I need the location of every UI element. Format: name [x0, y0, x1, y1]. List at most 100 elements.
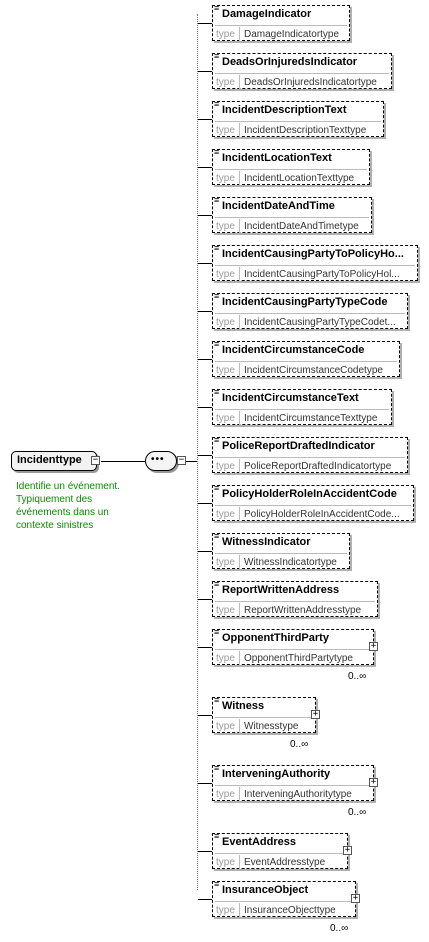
element-type-separator: [239, 855, 240, 869]
element-connector: [198, 119, 212, 120]
element-connector: [198, 899, 212, 900]
element-attribute-icon: ≡: [214, 435, 220, 445]
element-expand-toggle[interactable]: +: [351, 893, 360, 903]
element-divider: [215, 25, 347, 26]
element-name: DamageIndicator: [222, 8, 312, 20]
element-type-key: type: [216, 557, 235, 568]
element-type-value: IncidentCausingPartyToPolicyHol...: [244, 269, 400, 280]
element-attribute-icon: ≡: [214, 763, 220, 773]
element-name: WitnessIndicator: [222, 536, 311, 548]
element-expand-toggle[interactable]: +: [369, 641, 378, 651]
element-type-separator: [239, 507, 240, 521]
element-type-value: DamageIndicatortype: [244, 29, 340, 40]
element-attribute-icon: ≡: [214, 695, 220, 705]
element-type-key: type: [216, 269, 235, 280]
element-type-separator: [239, 219, 240, 233]
element-connector: [198, 715, 212, 716]
element-divider: [215, 601, 375, 602]
sequence-spine: [197, 14, 198, 890]
element-type-separator: [239, 315, 240, 329]
element-expand-toggle[interactable]: +: [311, 709, 320, 719]
sequence-collapse-toggle[interactable]: −: [177, 455, 186, 465]
element-expand-toggle[interactable]: +: [343, 845, 352, 855]
element-name: IncidentCircumstanceCode: [222, 344, 365, 356]
element-type-key: type: [216, 905, 235, 916]
element-type-separator: [239, 27, 240, 41]
element-divider: [215, 785, 371, 786]
element-connector: [198, 71, 212, 72]
element-divider: [215, 169, 367, 170]
element-divider: [215, 901, 353, 902]
element-name: InsuranceObject: [222, 884, 309, 896]
element-type-value: PoliceReportDraftedIndicatortype: [244, 461, 392, 472]
element-type-value: EventAddresstype: [244, 857, 326, 868]
element-divider: [215, 717, 313, 718]
element-type-value: ReportWrittenAddresstype: [244, 605, 362, 616]
element-attribute-icon: ≡: [214, 51, 220, 61]
element-type-key: type: [216, 365, 235, 376]
element-type-separator: [239, 719, 240, 733]
sequence-compositor[interactable]: •••: [145, 451, 177, 471]
element-name: IncidentLocationText: [222, 152, 332, 164]
element-type-separator: [239, 903, 240, 917]
element-connector: [198, 359, 212, 360]
element-connector: [198, 551, 212, 552]
element-connector: [198, 407, 212, 408]
element-connector: [198, 783, 212, 784]
element-type-value: PolicyHolderRoleInAccidentCode...: [244, 509, 400, 520]
element-divider: [215, 853, 345, 854]
element-connector: [198, 263, 212, 264]
element-name: EventAddress: [222, 836, 296, 848]
element-attribute-icon: ≡: [214, 3, 220, 13]
element-connector: [198, 503, 212, 504]
element-type-value: IncidentDateAndTimetype: [244, 221, 359, 232]
element-divider: [215, 553, 347, 554]
element-name: ReportWrittenAddress: [222, 584, 340, 596]
root-collapse-toggle[interactable]: −: [91, 455, 100, 465]
element-type-key: type: [216, 77, 235, 88]
element-connector: [198, 215, 212, 216]
element-attribute-icon: ≡: [214, 339, 220, 349]
element-name: OpponentThirdParty: [222, 632, 329, 644]
element-name: IncidentDateAndTime: [222, 200, 335, 212]
element-name: Witness: [222, 700, 265, 712]
element-type-key: type: [216, 461, 235, 472]
element-type-key: type: [216, 653, 235, 664]
element-type-value: WitnessIndicatortype: [244, 557, 337, 568]
sequence-icon: •••: [151, 454, 165, 465]
element-divider: [215, 217, 369, 218]
element-attribute-icon: ≡: [214, 483, 220, 493]
element-type-value: IncidentCircumstanceCodetype: [244, 365, 383, 376]
element-type-key: type: [216, 317, 235, 328]
element-connector: [198, 647, 212, 648]
element-expand-toggle[interactable]: +: [369, 777, 378, 787]
element-connector: [198, 455, 212, 456]
element-name: IncidentCausingPartyToPolicyHo...: [222, 248, 404, 260]
element-type-separator: [239, 267, 240, 281]
element-divider: [215, 505, 411, 506]
root-element-name: Incidenttype: [17, 454, 82, 466]
element-type-value: IncidentCausingPartyTypeCodet...: [244, 317, 396, 328]
element-connector: [198, 167, 212, 168]
element-name: InterveningAuthority: [222, 768, 331, 780]
root-element-box[interactable]: Incidenttype: [11, 451, 97, 471]
element-type-key: type: [216, 29, 235, 40]
